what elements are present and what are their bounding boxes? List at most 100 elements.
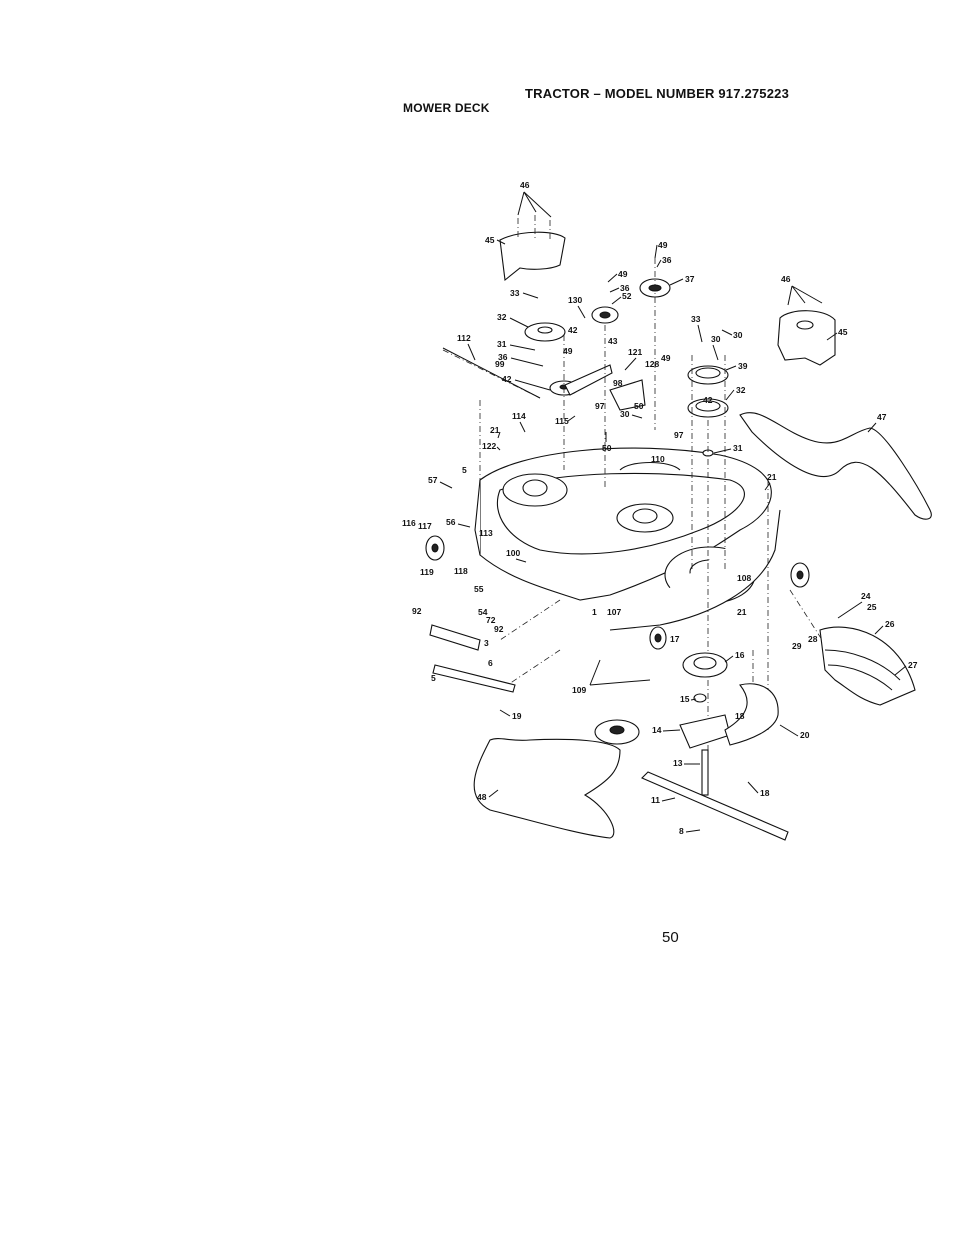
callout-72: 72 bbox=[486, 615, 496, 625]
page-title: TRACTOR – MODEL NUMBER 917.275223 bbox=[525, 86, 790, 101]
callout-37: 37 bbox=[685, 274, 695, 284]
callout-114: 114 bbox=[512, 411, 526, 421]
callout-3: 3 bbox=[484, 638, 489, 648]
callout-46: 46 bbox=[781, 274, 791, 284]
callout-113: 113 bbox=[479, 528, 493, 538]
deck-wheel-front bbox=[649, 626, 667, 650]
alignment-lines bbox=[442, 258, 836, 770]
section-heading: MOWER DECK bbox=[403, 101, 490, 115]
callout-45: 45 bbox=[485, 235, 495, 245]
callout-30: 30 bbox=[711, 334, 721, 344]
callout-36: 36 bbox=[662, 255, 672, 265]
callout-117: 117 bbox=[418, 521, 432, 531]
callout-49: 49 bbox=[661, 353, 671, 363]
callout-5: 5 bbox=[431, 673, 436, 683]
callout-14: 14 bbox=[652, 725, 662, 735]
callout-42: 42 bbox=[502, 374, 512, 384]
callout-99: 99 bbox=[495, 359, 505, 369]
idler-arm bbox=[564, 364, 646, 411]
mower-blade bbox=[641, 771, 789, 841]
mower-deck-shell bbox=[474, 447, 781, 631]
deck-belt-right bbox=[739, 412, 932, 520]
callout-107: 107 bbox=[607, 607, 621, 617]
callout-39: 39 bbox=[738, 361, 748, 371]
callout-100: 100 bbox=[506, 548, 520, 558]
callout-42: 42 bbox=[703, 395, 713, 405]
callout-36: 36 bbox=[498, 352, 508, 362]
drive-pulley bbox=[594, 719, 640, 745]
deck-wheel-right bbox=[790, 562, 810, 588]
callout-97: 97 bbox=[674, 430, 684, 440]
deck-rod bbox=[442, 347, 541, 399]
callout-21: 21 bbox=[767, 472, 777, 482]
callout-50: 50 bbox=[634, 401, 644, 411]
callout-19: 19 bbox=[512, 711, 522, 721]
callout-16: 16 bbox=[735, 650, 745, 660]
callout-30: 30 bbox=[733, 330, 743, 340]
callout-130: 130 bbox=[568, 295, 582, 305]
callout-29: 29 bbox=[792, 641, 802, 651]
callout-30: 30 bbox=[620, 409, 630, 419]
callout-98: 98 bbox=[613, 378, 623, 388]
callout-112: 112 bbox=[457, 333, 471, 343]
callout-20: 20 bbox=[800, 730, 810, 740]
callout-54: 54 bbox=[478, 607, 488, 617]
callout-115: 115 bbox=[555, 416, 569, 426]
callout-50: 50 bbox=[602, 443, 612, 453]
callout-13: 13 bbox=[673, 758, 683, 768]
callout-21: 21 bbox=[490, 425, 500, 435]
callout-46: 46 bbox=[520, 180, 530, 190]
callout-21: 21 bbox=[737, 607, 747, 617]
callout-33: 33 bbox=[691, 314, 701, 324]
callout-6: 6 bbox=[488, 658, 493, 668]
callout-24: 24 bbox=[861, 591, 871, 601]
callout-52: 52 bbox=[622, 291, 632, 301]
callout-47: 47 bbox=[877, 412, 887, 422]
callout-27: 27 bbox=[908, 660, 918, 670]
callout-109: 109 bbox=[572, 685, 586, 695]
callout-32: 32 bbox=[736, 385, 746, 395]
drive-belt-bottom bbox=[473, 738, 621, 839]
callout-31: 31 bbox=[733, 443, 743, 453]
callout-92: 92 bbox=[412, 606, 422, 616]
callout-17: 17 bbox=[670, 634, 680, 644]
mower-deck-exploded-diagram: 46 45 33 32 31 36 99 42 112 130 49 49 36… bbox=[402, 180, 932, 841]
callout-49: 49 bbox=[563, 346, 573, 356]
page-number: 50 bbox=[662, 929, 679, 946]
callout-26: 26 bbox=[885, 619, 895, 629]
callout-36: 36 bbox=[620, 283, 630, 293]
callout-15: 15 bbox=[680, 694, 690, 704]
callout-18: 18 bbox=[760, 788, 770, 798]
callout-92: 92 bbox=[494, 624, 504, 634]
callout-122: 122 bbox=[482, 441, 496, 451]
callout-55: 55 bbox=[474, 584, 484, 594]
callout-118: 118 bbox=[454, 566, 468, 576]
callout-110: 110 bbox=[651, 454, 665, 464]
front-hanger-link bbox=[429, 624, 516, 693]
callout-116: 116 bbox=[402, 518, 416, 528]
callout-49: 49 bbox=[618, 269, 628, 279]
discharge-chute bbox=[819, 626, 916, 706]
deflector-shield bbox=[724, 683, 779, 746]
callout-128: 128 bbox=[645, 359, 659, 369]
deck-wheel-left bbox=[425, 535, 445, 561]
spindle-assembly bbox=[679, 652, 731, 796]
belt-guard-right bbox=[777, 310, 836, 366]
callout-labels: 46 45 33 32 31 36 99 42 112 130 49 49 36… bbox=[402, 180, 918, 836]
callout-57: 57 bbox=[428, 475, 438, 485]
callout-121: 121 bbox=[628, 347, 642, 357]
callout-32: 32 bbox=[497, 312, 507, 322]
callout-108: 108 bbox=[737, 573, 751, 583]
belt-guard-left bbox=[499, 215, 566, 282]
callout-28: 28 bbox=[808, 634, 818, 644]
callout-56: 56 bbox=[446, 517, 456, 527]
callout-25: 25 bbox=[867, 602, 877, 612]
callout-97: 97 bbox=[595, 401, 605, 411]
callout-1: 1 bbox=[592, 607, 597, 617]
callout-5: 5 bbox=[462, 465, 467, 475]
callout-8: 8 bbox=[679, 826, 684, 836]
callout-43: 43 bbox=[608, 336, 618, 346]
callout-48: 48 bbox=[477, 792, 487, 802]
callout-11: 11 bbox=[651, 795, 660, 805]
callout-42: 42 bbox=[568, 325, 578, 335]
